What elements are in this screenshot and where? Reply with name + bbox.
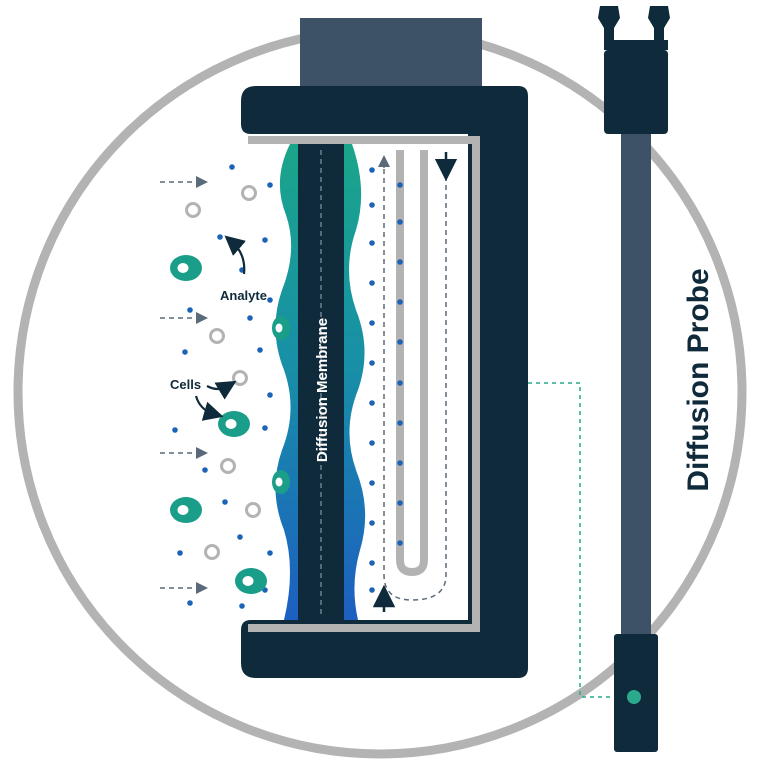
diffusion-probe [598, 6, 670, 752]
cell-icon [235, 568, 267, 594]
cells-pointer-arrow-2 [194, 395, 224, 421]
probe-label: Diffusion Probe [682, 268, 715, 491]
probe-analyte-dots [369, 167, 403, 593]
flow-path [383, 160, 447, 601]
connector-line [528, 382, 630, 698]
membrane-right-layer [344, 144, 366, 620]
probe-shaft [621, 134, 651, 634]
cell-icon [170, 497, 202, 523]
analyte-label: Analyte [220, 288, 267, 303]
cell-icon [218, 411, 250, 437]
cell-icon [272, 316, 290, 340]
analyte-dot-icons [172, 164, 273, 609]
probe-sample-point [625, 688, 643, 706]
membrane-label: Diffusion Membrane [314, 318, 331, 462]
housing-inner-frame [248, 136, 480, 620]
particle-circle-icons [185, 185, 261, 560]
probe-top-connector [598, 6, 620, 42]
membrane-left-layer [275, 144, 300, 620]
cell-icon [170, 255, 202, 281]
cells-pointer-arrow-1 [206, 380, 237, 400]
cell-icon [272, 470, 290, 494]
incoming-flow-arrows [160, 176, 208, 594]
cells-label: Cells [170, 377, 201, 392]
probe-housing [241, 86, 528, 678]
probe-top-cap [300, 18, 482, 96]
flow-u-tube [396, 150, 428, 577]
analyte-pointer-arrow [224, 235, 246, 275]
cell-icons [170, 255, 290, 594]
housing-inner-frame-bottom [248, 612, 480, 632]
